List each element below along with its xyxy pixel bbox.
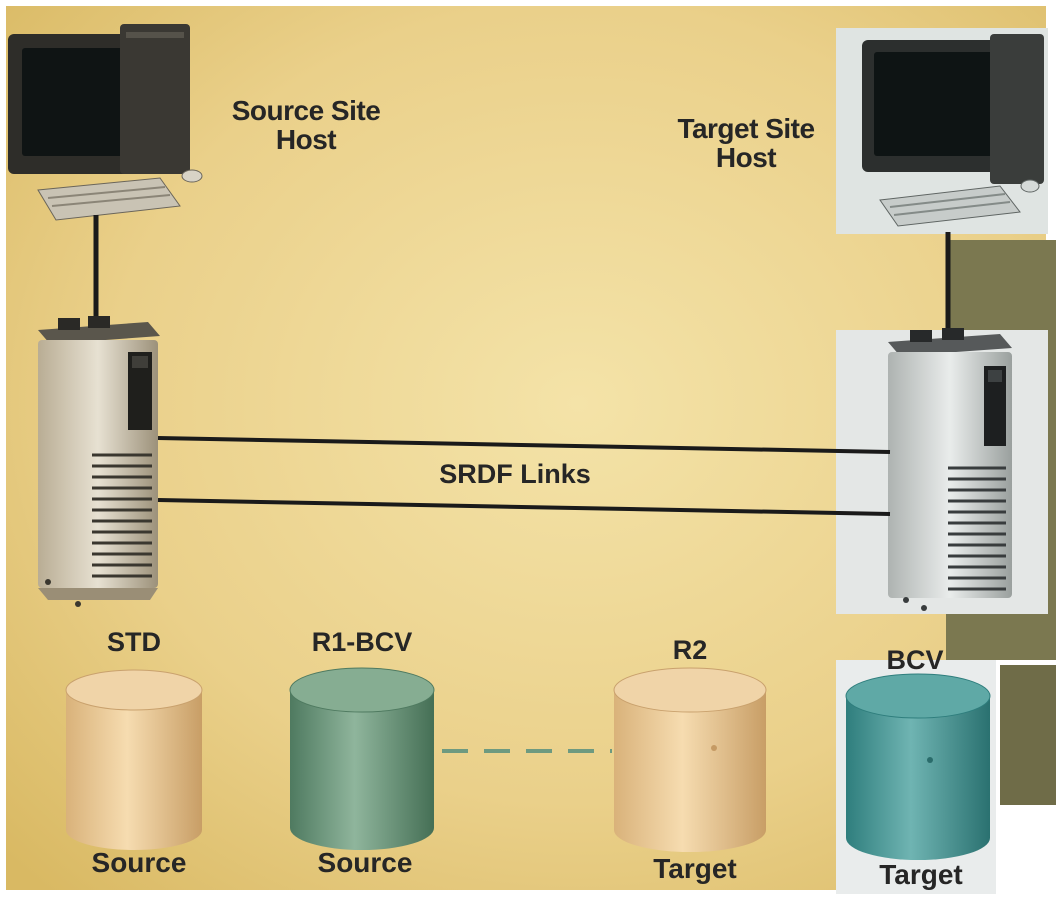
bcv-role-label: Target xyxy=(879,859,963,890)
target-host-label: Target Site Host xyxy=(646,114,846,173)
bcv-volume-cylinder xyxy=(836,660,996,894)
source-host-label-line2: Host xyxy=(275,124,337,156)
target-host-label-line2: Host xyxy=(715,142,777,174)
srdf-link-lower xyxy=(157,498,891,516)
srdf-links-label: SRDF Links xyxy=(439,459,591,489)
source-host-label-line1: Source Site xyxy=(231,95,381,126)
source-host-label: Source Site Host xyxy=(196,96,416,155)
source-storage-icon xyxy=(38,316,160,607)
source-host-icon xyxy=(8,24,203,221)
r1-bcv-volume-cylinder xyxy=(289,667,435,850)
target-host-label-line1: Target Site xyxy=(677,113,815,144)
target-storage-icon xyxy=(836,328,1048,614)
r2-volume-cylinder xyxy=(613,667,767,852)
bcv-type-label: BCV xyxy=(886,645,944,675)
r2-type-label: R2 xyxy=(672,635,708,665)
r2-role-label: Target xyxy=(653,853,737,884)
r1-bcv-role-label: Source xyxy=(317,847,413,878)
std-volume-cylinder xyxy=(65,669,203,850)
std-role-label: Source xyxy=(91,847,187,878)
srdf-link-upper xyxy=(157,436,891,454)
target-host-icon xyxy=(836,28,1048,234)
r1-bcv-type-label: R1-BCV xyxy=(311,627,413,657)
right-strip-lower xyxy=(1000,665,1056,805)
std-type-label: STD xyxy=(107,627,161,657)
